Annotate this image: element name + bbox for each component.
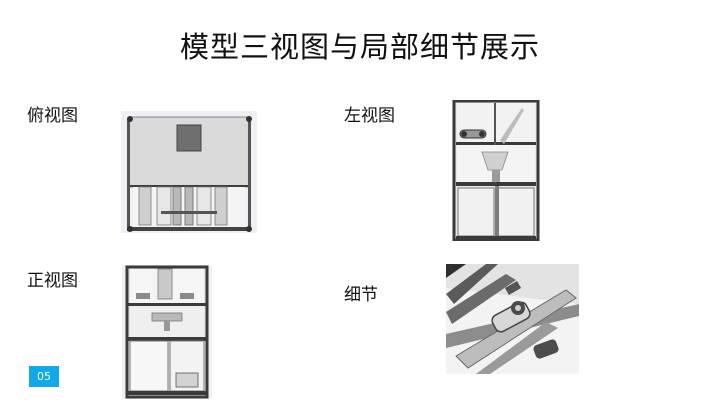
front-view-label: 正视图 bbox=[27, 271, 78, 291]
detail-view-label: 细节 bbox=[344, 285, 378, 305]
detail-view-image bbox=[446, 264, 579, 374]
left-view-label: 左视图 bbox=[344, 106, 395, 126]
front-view-image bbox=[122, 265, 212, 399]
top-view-label: 俯视图 bbox=[27, 106, 78, 126]
cad-left-view-icon bbox=[452, 100, 540, 241]
cad-front-view-icon bbox=[122, 265, 212, 399]
page-number-badge: 05 bbox=[29, 366, 59, 387]
left-view-image bbox=[452, 100, 540, 241]
cad-detail-view-icon bbox=[446, 264, 579, 374]
slide-title: 模型三视图与局部细节展示 bbox=[179, 30, 540, 64]
cad-top-view-icon bbox=[121, 111, 257, 233]
top-view-image bbox=[121, 111, 257, 233]
